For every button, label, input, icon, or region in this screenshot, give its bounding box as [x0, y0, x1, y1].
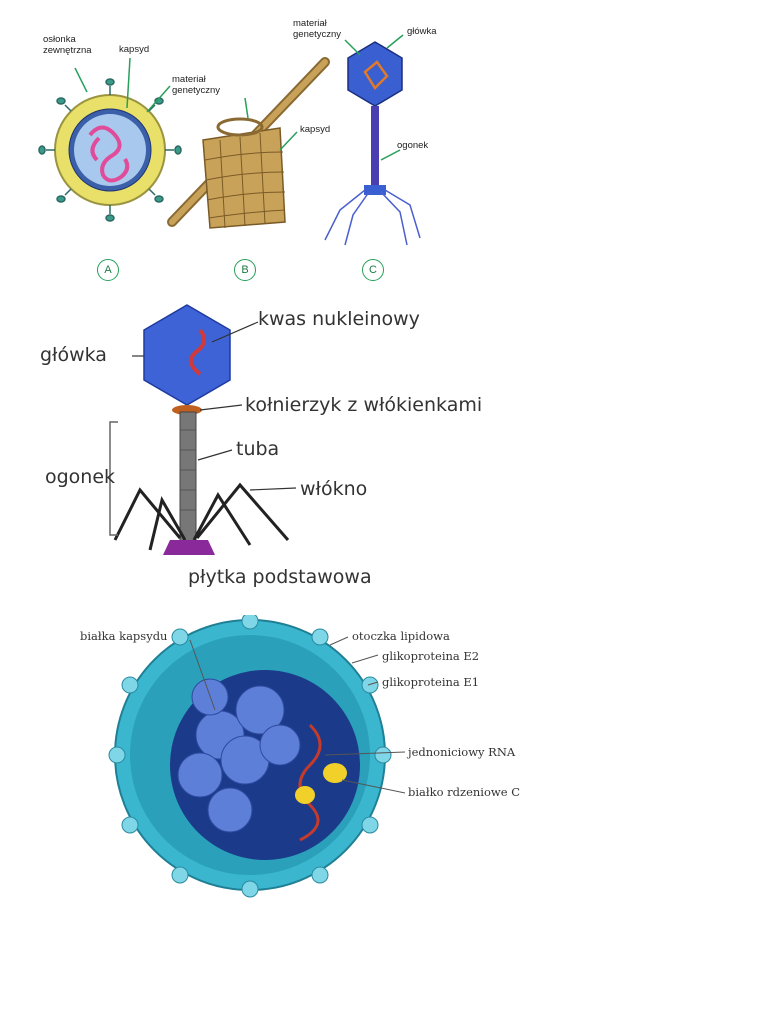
label-ssrna: jednoniciowy RNA	[408, 745, 516, 759]
label-envelope-a: osłonka zewnętrzna	[43, 34, 92, 56]
panel-bacteriophage: kwas nukleinowy główka kołnierzyk z włók…	[40, 300, 482, 600]
label-capsid-a: kapsyd	[119, 44, 150, 55]
panel-virus-types: osłonka zewnętrzna kapsyd materiał genet…	[35, 0, 455, 290]
label-genetic-b: materiał genetyczny	[293, 18, 342, 40]
virus-a-illustration	[38, 57, 182, 222]
virus-c-illustration	[324, 34, 421, 246]
label-nucleic-acid: kwas nukleinowy	[258, 308, 420, 330]
enveloped-virus-illustration	[108, 615, 406, 898]
label-collar: kołnierzyk z włókienkami	[245, 394, 483, 416]
label-tail-c: ogonek	[397, 140, 429, 151]
label-glycoprotein-e2: glikoproteina E2	[382, 649, 480, 663]
letter-c: C	[362, 259, 384, 281]
label-core-protein: białko rdzeniowe C	[408, 785, 521, 799]
label-tail: ogonek	[45, 466, 116, 488]
panel1-illustration	[38, 34, 421, 246]
letter-b: B	[234, 259, 256, 281]
label-base-plate: płytka podstawowa	[188, 566, 372, 588]
virus-b-illustration	[167, 57, 330, 229]
label-capsid-b: kapsyd	[300, 124, 331, 135]
label-fiber: włókno	[300, 478, 368, 500]
letter-a: A	[97, 259, 119, 281]
label-head-c: główka	[407, 26, 437, 37]
label-genetic-a: materiał genetyczny	[172, 74, 221, 96]
label-lipid-envelope: otoczka lipidowa	[352, 629, 450, 643]
label-capsid-proteins: białka kapsydu	[80, 629, 168, 643]
label-tube: tuba	[236, 438, 280, 460]
label-head: główka	[40, 344, 107, 366]
label-glycoprotein-e1: glikoproteina E1	[382, 675, 480, 689]
bacteriophage-illustration	[109, 304, 297, 555]
panel-enveloped-virus: białka kapsydu otoczka lipidowa glikopro…	[80, 615, 540, 900]
